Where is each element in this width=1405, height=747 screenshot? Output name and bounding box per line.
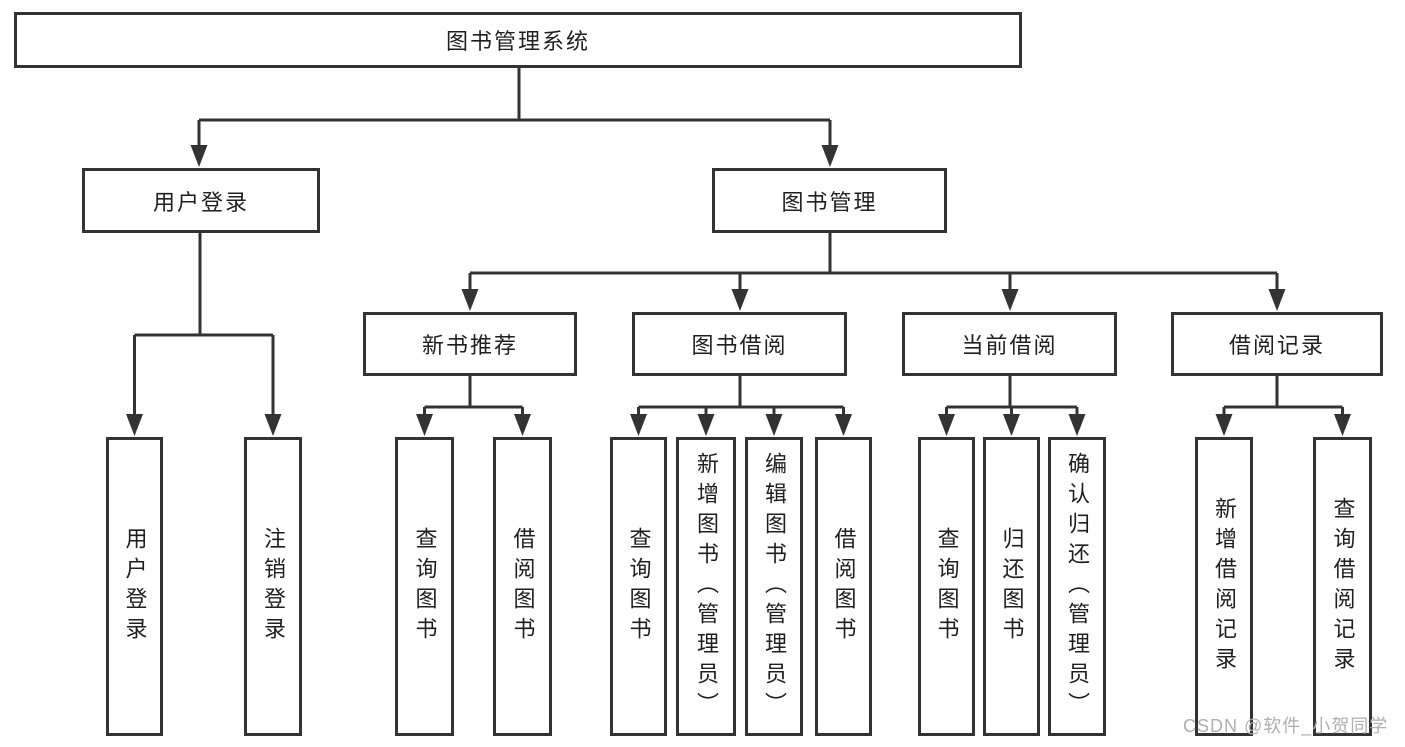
leaf-recommend-query-books: 查询图书 xyxy=(395,437,454,736)
leaf-user-login: 用户登录 xyxy=(106,437,163,736)
leaf-current-query-books: 查询图书 xyxy=(918,437,975,736)
leaf-current-confirm-return-admin: 确认归还（管理员） xyxy=(1048,437,1106,736)
connector-new-book-recommend-branch xyxy=(416,376,531,436)
leaf-current-return-books: 归还图书 xyxy=(983,437,1040,736)
leaf-logout: 注销登录 xyxy=(244,437,302,736)
node-current-borrow: 当前借阅 xyxy=(902,312,1117,376)
leaf-records-query-record: 查询借阅记录 xyxy=(1313,437,1372,736)
leaf-borrow-query-books: 查询图书 xyxy=(610,437,667,736)
leaf-borrow-borrow-books: 借阅图书 xyxy=(815,437,872,736)
connector-root-to-level1 xyxy=(190,68,839,167)
connector-borrow-records-branch xyxy=(1215,376,1351,436)
node-user-login: 用户登录 xyxy=(82,168,320,233)
leaf-records-add-record: 新增借阅记录 xyxy=(1195,437,1253,736)
node-book-management: 图书管理 xyxy=(712,168,947,233)
leaf-borrow-add-books-admin: 新增图书（管理员） xyxy=(676,437,736,736)
node-book-borrow: 图书借阅 xyxy=(632,312,847,376)
leaf-recommend-borrow-books: 借阅图书 xyxy=(493,437,552,736)
leaf-borrow-edit-books-admin: 编辑图书（管理员） xyxy=(745,437,803,736)
connector-book-borrow-branch xyxy=(630,376,852,436)
watermark: CSDN @软件_小贺同学 xyxy=(1183,716,1389,736)
node-borrow-records: 借阅记录 xyxy=(1171,312,1383,376)
connector-book-management-to-level2 xyxy=(461,233,1286,311)
connector-current-borrow-branch xyxy=(938,376,1086,436)
node-root-system: 图书管理系统 xyxy=(14,12,1022,68)
connector-user-login-branch xyxy=(126,233,282,436)
node-new-book-recommend: 新书推荐 xyxy=(363,312,577,376)
